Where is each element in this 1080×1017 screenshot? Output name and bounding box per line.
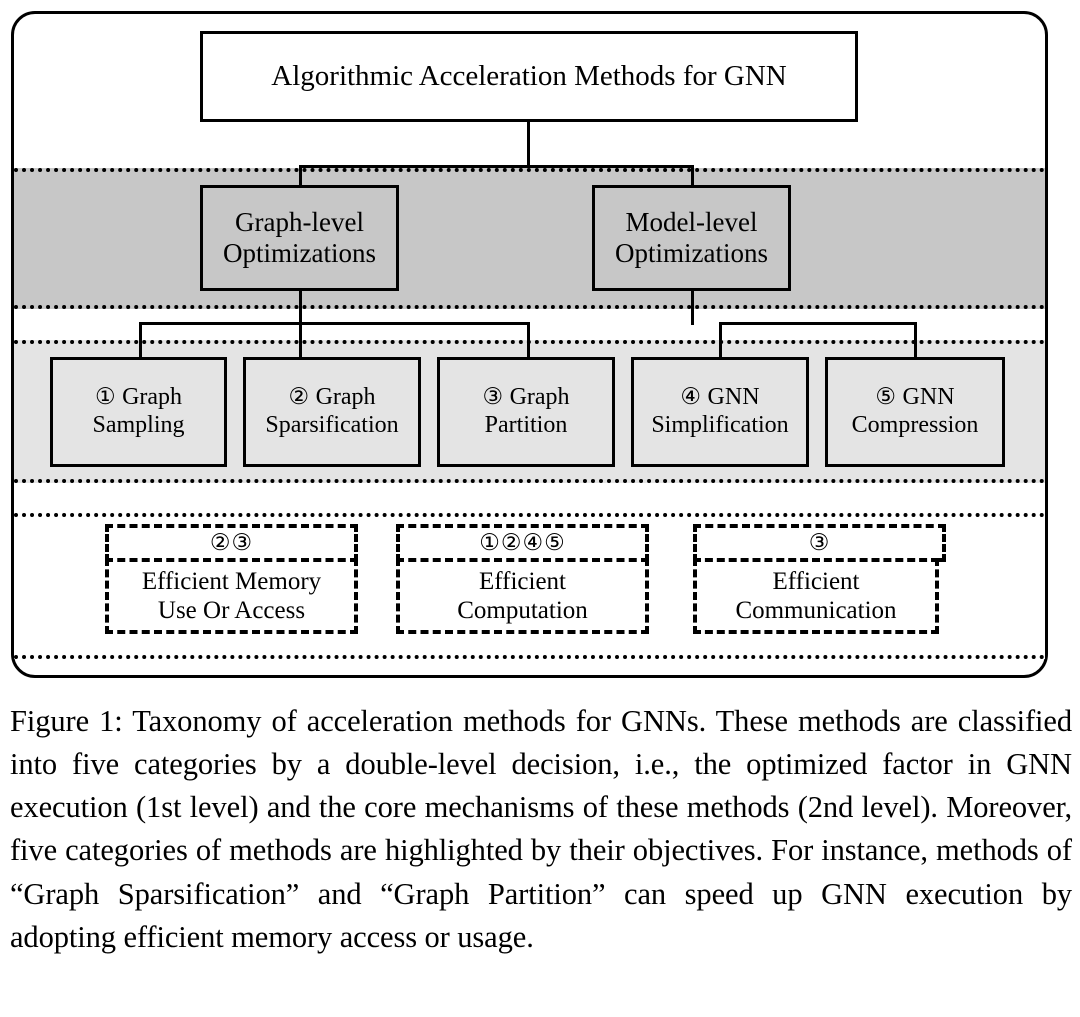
objective-efficient-memory-markers: ②③ (105, 524, 358, 562)
objective-efficient-memory[interactable]: ②③ Efficient Memory Use Or Access (105, 524, 358, 634)
node-graph-sparsification-label: ② Graph Sparsification (265, 384, 398, 440)
connector-level1-bar (299, 165, 694, 168)
node-graph-sampling[interactable]: ① Graph Sampling (50, 357, 227, 467)
objective-efficient-memory-line2: Use Or Access (157, 597, 306, 624)
connector-to-graph-level (299, 165, 302, 187)
node-graph-level-label: Graph-level Optimizations (223, 207, 376, 270)
marker-1-icon: ① (94, 384, 117, 410)
node-graph-sampling-line2: Sampling (92, 412, 185, 438)
node-model-level-label: Model-level Optimizations (615, 207, 768, 270)
objective-efficient-memory-line1: Efficient Memory (141, 567, 322, 595)
objective-efficient-computation-line1: Efficient (479, 567, 566, 595)
node-gnn-simplification-line1: GNN (707, 384, 760, 411)
connector-model-level-down (691, 290, 694, 325)
node-gnn-compression-line2: Compression (851, 412, 979, 438)
node-graph-level-line1: Graph-level (235, 206, 364, 237)
node-model-level-line1: Model-level (625, 206, 758, 237)
connector-graph-children-bar (139, 322, 530, 325)
objective-efficient-memory-label: Efficient Memory Use Or Access (105, 558, 358, 634)
band-level1-shading (14, 168, 1045, 309)
node-gnn-compression[interactable]: ⑤ GNN Compression (825, 357, 1005, 467)
node-graph-partition[interactable]: ③ Graph Partition (437, 357, 615, 467)
node-gnn-simplification[interactable]: ④ GNN Simplification (631, 357, 809, 467)
objective-efficient-computation[interactable]: ①②④⑤ Efficient Computation (396, 524, 649, 634)
node-root-label: Algorithmic Acceleration Methods for GNN (271, 59, 787, 92)
node-model-level[interactable]: Model-level Optimizations (592, 185, 791, 291)
connector-to-gnn-simplification (719, 322, 722, 359)
objective-efficient-communication-label: Efficient Communication (693, 558, 939, 634)
node-model-level-line2: Optimizations (615, 238, 768, 268)
connector-graph-level-down (299, 290, 302, 325)
objective-efficient-communication-markers: ③ (693, 524, 946, 562)
node-graph-partition-line1: Graph (509, 384, 570, 411)
node-graph-sparsification-line2: Sparsification (265, 412, 399, 438)
marker-2-icon: ② (288, 384, 310, 410)
node-gnn-simplification-label: ④ GNN Simplification (651, 384, 788, 440)
connector-to-graph-sampling (139, 322, 142, 359)
node-gnn-compression-line1: GNN (902, 384, 955, 411)
objective-efficient-communication[interactable]: ③ Efficient Communication (693, 524, 946, 634)
figure-caption-prefix: Figure 1: (10, 704, 123, 738)
objective-efficient-communication-line1: Efficient (772, 567, 860, 595)
marker-4-icon: ④ (680, 384, 702, 410)
node-graph-sparsification-line1: Graph (315, 384, 376, 411)
objective-efficient-computation-label: Efficient Computation (396, 558, 649, 634)
node-graph-level[interactable]: Graph-level Optimizations (200, 185, 399, 291)
objective-efficient-communication-line2: Communication (735, 597, 897, 624)
figure-diagram: Algorithmic Acceleration Methods for GNN… (11, 11, 1048, 678)
node-graph-partition-line2: Partition (484, 412, 568, 438)
connector-to-model-level (691, 165, 694, 187)
marker-5-icon: ⑤ (875, 384, 897, 410)
node-gnn-simplification-line2: Simplification (651, 412, 789, 438)
node-graph-partition-label: ③ Graph Partition (482, 384, 569, 440)
connector-to-gnn-compression (914, 322, 917, 359)
node-graph-level-line2: Optimizations (223, 238, 376, 268)
node-graph-sampling-label: ① Graph Sampling (92, 384, 184, 440)
objective-efficient-computation-line2: Computation (457, 597, 588, 624)
node-graph-sampling-line1: Graph (122, 384, 183, 411)
connector-root-down (527, 121, 530, 167)
connector-to-graph-partition (527, 322, 530, 359)
figure-caption-text: Taxonomy of acceleration methods for GNN… (10, 704, 1072, 954)
figure-caption: Figure 1: Taxonomy of acceleration metho… (10, 700, 1072, 959)
node-graph-sparsification[interactable]: ② Graph Sparsification (243, 357, 421, 467)
connector-model-children-bar (719, 322, 917, 325)
objective-efficient-computation-markers: ①②④⑤ (396, 524, 649, 562)
marker-3-icon: ③ (482, 384, 504, 410)
node-root[interactable]: Algorithmic Acceleration Methods for GNN (200, 31, 858, 122)
connector-to-graph-sparsification (299, 322, 302, 359)
node-gnn-compression-label: ⑤ GNN Compression (852, 384, 979, 440)
